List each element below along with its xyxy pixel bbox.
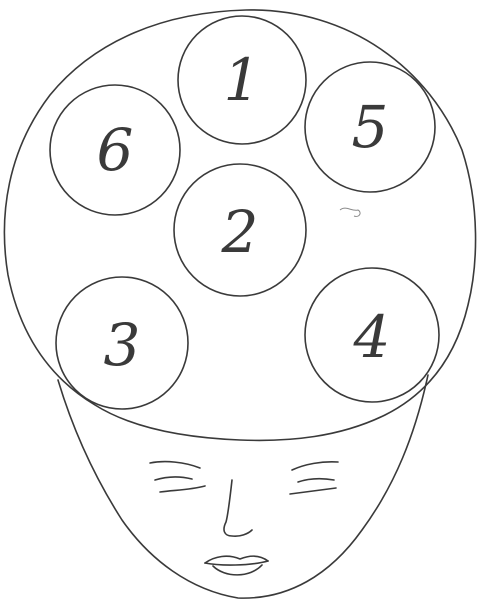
mouth bbox=[205, 556, 268, 575]
circle-1: 1 bbox=[178, 16, 306, 144]
circle-4-label: 4 bbox=[353, 303, 391, 371]
right-eye bbox=[290, 462, 338, 494]
circle-1-label: 1 bbox=[224, 46, 261, 114]
nose bbox=[224, 480, 252, 536]
circle-5-label: 5 bbox=[352, 93, 389, 161]
circle-4: 4 bbox=[305, 268, 439, 402]
circle-2: 2 bbox=[174, 164, 306, 296]
circle-2-label: 2 bbox=[221, 198, 259, 266]
circle-3-label: 3 bbox=[104, 311, 141, 379]
circle-6: 6 bbox=[50, 85, 180, 215]
circle-6-label: 6 bbox=[97, 116, 134, 184]
left-eye bbox=[150, 462, 205, 492]
stray-mark bbox=[340, 208, 360, 216]
circle-3: 3 bbox=[56, 277, 188, 409]
circle-5: 5 bbox=[305, 62, 435, 192]
